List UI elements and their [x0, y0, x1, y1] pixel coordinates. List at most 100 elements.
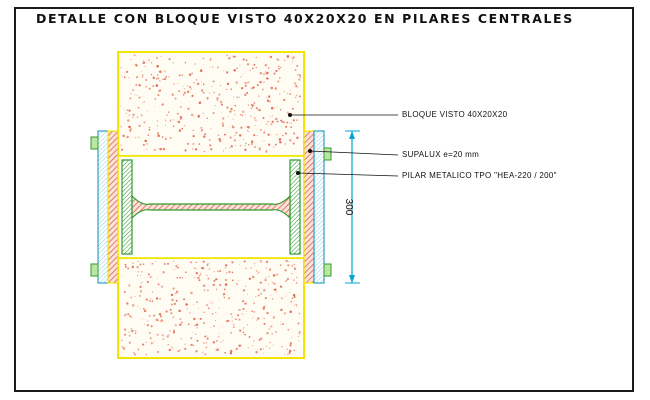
block-speckle [133, 114, 136, 116]
block-speckle [238, 308, 241, 312]
block-speckle [187, 323, 190, 326]
block-speckle [162, 338, 165, 340]
block-speckle [274, 87, 278, 90]
block-speckle [289, 291, 291, 293]
block-speckle [222, 339, 224, 342]
block-speckle [223, 288, 226, 291]
label-steel-column: PILAR METALICO TPO "HEA-220 / 200" [402, 171, 557, 180]
block-speckle [253, 63, 256, 66]
block-speckle [217, 336, 220, 338]
block-speckle [236, 67, 238, 70]
block-speckle [137, 260, 139, 262]
block-speckle [290, 90, 292, 92]
block-speckle [136, 274, 139, 277]
block-speckle [280, 321, 282, 323]
block-speckle [255, 66, 257, 69]
block-speckle [202, 284, 206, 287]
block-speckle [156, 333, 159, 336]
block-speckle [121, 276, 123, 278]
block-speckle [175, 299, 178, 302]
block-speckle [257, 317, 260, 320]
block-speckle [265, 71, 266, 73]
block-speckle [218, 93, 221, 96]
block-speckle [285, 125, 288, 128]
block-speckle [167, 111, 170, 113]
block-speckle [184, 149, 187, 152]
block-speckle [286, 279, 288, 282]
block-speckle [133, 352, 135, 354]
block-speckle [158, 313, 162, 316]
block-speckle [123, 109, 124, 111]
block-speckle [250, 142, 254, 146]
block-speckle [202, 351, 204, 354]
block-speckle [205, 341, 208, 344]
block-speckle [245, 114, 246, 116]
block-speckle [214, 104, 216, 107]
block-speckle [245, 285, 247, 287]
block-speckle [177, 350, 180, 352]
block-speckle [134, 295, 136, 297]
block-speckle [246, 82, 248, 84]
block-speckle [142, 307, 145, 310]
block-speckle [198, 274, 201, 277]
block-speckle [188, 73, 191, 76]
block-speckle [231, 125, 233, 127]
block-speckle [196, 301, 199, 304]
block-speckle [132, 113, 135, 116]
block-speckle [232, 118, 234, 120]
block-speckle [265, 260, 269, 264]
top-concrete-block [117, 51, 305, 157]
block-speckle [293, 263, 296, 266]
block-speckle [161, 334, 164, 337]
block-speckle [184, 343, 186, 345]
block-speckle [179, 349, 181, 351]
block-speckle [153, 314, 156, 317]
block-speckle [194, 148, 198, 151]
block-speckle [160, 285, 164, 288]
block-speckle [125, 70, 129, 73]
block-speckle [257, 81, 259, 83]
block-speckle [170, 119, 172, 121]
block-speckle [272, 316, 276, 319]
block-speckle [266, 332, 269, 335]
block-speckle [255, 350, 258, 354]
block-speckle [289, 138, 292, 142]
block-speckle [152, 75, 154, 77]
block-speckle [202, 135, 206, 138]
block-speckle [239, 144, 242, 147]
block-speckle [120, 67, 122, 69]
block-speckle [264, 129, 265, 131]
block-speckle [164, 124, 167, 126]
dimension-value: 300 [343, 199, 354, 216]
block-speckle [293, 132, 296, 135]
block-speckle [209, 144, 212, 147]
block-speckle [153, 106, 155, 108]
block-speckle [291, 58, 293, 60]
block-speckle [235, 144, 237, 146]
block-speckle [244, 81, 247, 85]
block-speckle [271, 333, 273, 335]
block-speckle [172, 316, 175, 319]
block-speckle [271, 298, 274, 300]
block-speckle [125, 112, 127, 115]
block-speckle [173, 302, 177, 306]
block-speckle [155, 318, 158, 321]
block-speckle [264, 64, 268, 67]
block-speckle [239, 96, 241, 98]
block-speckle [234, 113, 236, 115]
block-speckle [178, 267, 180, 268]
block-speckle [234, 104, 237, 107]
block-speckle [147, 320, 149, 322]
block-speckle [169, 330, 171, 332]
block-speckle [127, 267, 130, 270]
block-speckle [230, 145, 233, 148]
block-speckle [246, 63, 250, 66]
block-speckle [283, 98, 286, 102]
block-speckle [186, 308, 188, 310]
block-speckle [232, 126, 235, 129]
block-speckle [284, 132, 287, 135]
block-speckle [148, 126, 151, 129]
block-speckle [268, 283, 269, 285]
block-speckle [242, 74, 244, 76]
block-speckle [232, 323, 235, 326]
